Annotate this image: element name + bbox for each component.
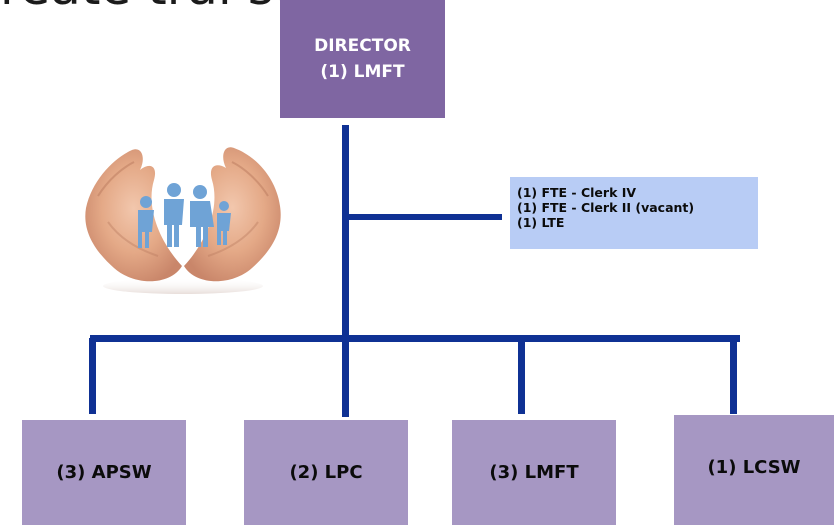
lcsw-label: (1) LCSW [707, 456, 801, 478]
apsw-label: (3) APSW [56, 462, 152, 483]
director-box: DIRECTOR (1) LMFT [280, 0, 445, 118]
hands-family-icon [85, 147, 281, 294]
staff-line: (1) LTE [517, 215, 565, 230]
family-icon [138, 183, 231, 248]
connector-staff-horizontal [348, 214, 502, 220]
lpc-label: (2) LPC [289, 462, 363, 483]
connector-bottom-horizontal [90, 335, 740, 342]
connector-lcsw-drop [730, 338, 737, 414]
support-staff-box: (1) FTE - Clerk IV (1) FTE - Clerk II (v… [510, 177, 758, 249]
connector-lmft-drop [518, 338, 525, 414]
connector-main-vertical [342, 125, 349, 417]
lmft-box: (3) LMFT [452, 420, 616, 525]
lmft-label: (3) LMFT [489, 462, 579, 483]
staff-line: (1) FTE - Clerk II (vacant) [517, 200, 695, 215]
lpc-box: (2) LPC [244, 420, 408, 525]
connector-apsw-drop [89, 338, 96, 414]
apsw-box: (3) APSW [22, 420, 186, 525]
lcsw-box: (1) LCSW [674, 415, 834, 525]
director-credential: (1) LMFT [320, 62, 405, 82]
director-title: DIRECTOR [314, 36, 411, 56]
staff-line: (1) FTE - Clerk IV [517, 185, 637, 200]
